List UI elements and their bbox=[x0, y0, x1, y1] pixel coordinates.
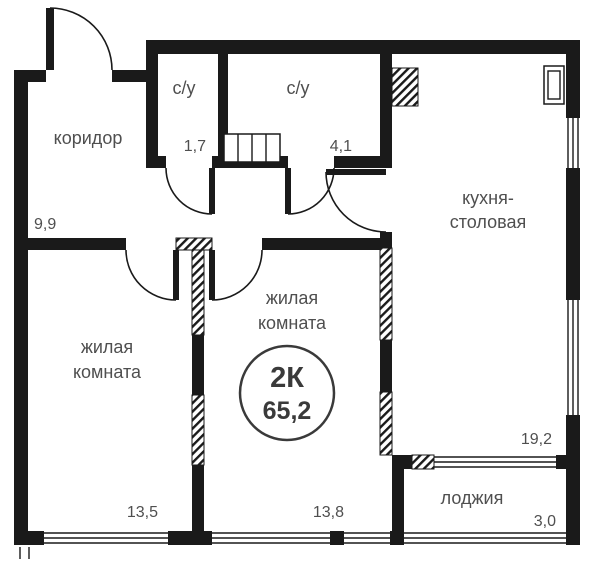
area-bathroom-large: 4,1 bbox=[330, 138, 352, 155]
wall-hatched-junction bbox=[175, 237, 213, 251]
badge-rooms-count: 2К bbox=[270, 362, 304, 394]
kitchen-door-arc bbox=[325, 171, 387, 233]
wall-loggia-left bbox=[392, 469, 404, 531]
entrance-door-arc bbox=[49, 7, 113, 71]
room-label-bathroom-large: с/у bbox=[286, 78, 309, 98]
doors bbox=[46, 7, 387, 301]
area-living1: 13,5 bbox=[127, 504, 158, 521]
wall-living-divider-a bbox=[192, 335, 204, 395]
wall-hatched-kitchen-a bbox=[379, 247, 393, 341]
radiator-inner-icon bbox=[547, 70, 561, 100]
wall-exterior-bottom-c bbox=[330, 531, 344, 545]
window-right-upper bbox=[567, 118, 579, 168]
wall-corridor-bottom bbox=[28, 238, 126, 250]
bathroom-small-door-arc bbox=[165, 167, 213, 215]
room-label-kitchen-line2: столовая bbox=[450, 212, 527, 232]
room-label-living2-line2: комната bbox=[258, 313, 327, 333]
windows bbox=[19, 118, 579, 559]
bathroom-fixture-lines bbox=[237, 134, 267, 162]
room-label-living1-line1: жилая bbox=[81, 337, 133, 357]
room-label-corridor: коридор bbox=[54, 128, 123, 148]
entrance-door-leaf bbox=[46, 8, 54, 70]
wall-hall-bottom bbox=[262, 238, 392, 250]
dimension-ticks bbox=[19, 547, 30, 559]
radiator-icon bbox=[543, 65, 565, 105]
area-labels: 9,9 1,7 4,1 19,2 13,5 13,8 3,0 bbox=[34, 138, 556, 530]
wall-hatched-living-b bbox=[191, 394, 205, 466]
room-label-bathroom-small: с/у bbox=[172, 78, 195, 98]
room-label-living2-line1: жилая bbox=[266, 288, 318, 308]
bathroom-large-door-arc bbox=[287, 167, 335, 215]
living2-door-leaf bbox=[209, 250, 215, 300]
window-right-kitchen bbox=[567, 300, 579, 415]
wall-exterior-bottom-d bbox=[390, 531, 404, 545]
window-living2-b bbox=[344, 532, 390, 544]
wall-bathroom-bottom-a bbox=[146, 156, 166, 168]
room-label-kitchen-line1: кухня- bbox=[462, 188, 514, 208]
living1-door-arc bbox=[125, 249, 177, 301]
wall-exterior-bottom-a bbox=[14, 531, 44, 545]
wall-exterior-right-a bbox=[566, 40, 580, 118]
bathroom-small-door-leaf bbox=[209, 168, 215, 214]
area-bathroom-small: 1,7 bbox=[184, 138, 206, 155]
vent-shaft-icon bbox=[391, 67, 419, 107]
wall-loggia-top-a bbox=[392, 455, 412, 469]
wall-exterior-left bbox=[14, 70, 28, 545]
kitchen-door-leaf bbox=[326, 169, 386, 175]
wall-exterior-right-b bbox=[566, 168, 580, 300]
wall-exterior-bottom-b bbox=[168, 531, 212, 545]
living1-door-leaf bbox=[173, 250, 179, 300]
area-kitchen: 19,2 bbox=[521, 431, 552, 448]
fixtures bbox=[223, 65, 565, 163]
room-label-loggia: лоджия bbox=[441, 488, 504, 508]
wall-kitchen-left-upper bbox=[380, 54, 392, 168]
wall-living-divider-b bbox=[192, 465, 204, 531]
room-labels: коридор с/у с/у кухня- столовая жилая ко… bbox=[54, 78, 527, 508]
total-area-badge: 2К 65,2 bbox=[238, 344, 336, 442]
wall-loggia-top-b bbox=[556, 455, 580, 469]
wall-corridor-top-left bbox=[14, 70, 46, 82]
hatched-walls bbox=[175, 67, 435, 470]
wall-corridor-right bbox=[146, 40, 158, 168]
window-living2-a bbox=[212, 532, 330, 544]
wall-bathroom-divider bbox=[218, 54, 228, 168]
wall-bathroom-bottom-c bbox=[334, 156, 392, 168]
badge-total-area: 65,2 bbox=[263, 397, 312, 425]
wall-hatched-kitchen-b bbox=[379, 391, 393, 456]
wall-kitchen-left-lower bbox=[380, 340, 392, 392]
window-living1 bbox=[44, 532, 168, 544]
wall-exterior-top bbox=[146, 40, 580, 54]
area-corridor: 9,9 bbox=[34, 216, 56, 233]
wall-hatched-living-a bbox=[191, 249, 205, 336]
bathroom-large-door-leaf bbox=[285, 168, 291, 214]
window-loggia-glazing bbox=[404, 532, 566, 544]
area-loggia: 3,0 bbox=[534, 513, 556, 530]
living2-door-arc bbox=[211, 249, 263, 301]
window-kitchen-loggia bbox=[434, 456, 560, 468]
room-label-living1-line2: комната bbox=[73, 362, 142, 382]
badge-circle bbox=[238, 344, 336, 442]
wall-hatched-loggia bbox=[411, 454, 435, 470]
wall-exterior-right-c bbox=[566, 415, 580, 545]
area-living2: 13,8 bbox=[313, 504, 344, 521]
